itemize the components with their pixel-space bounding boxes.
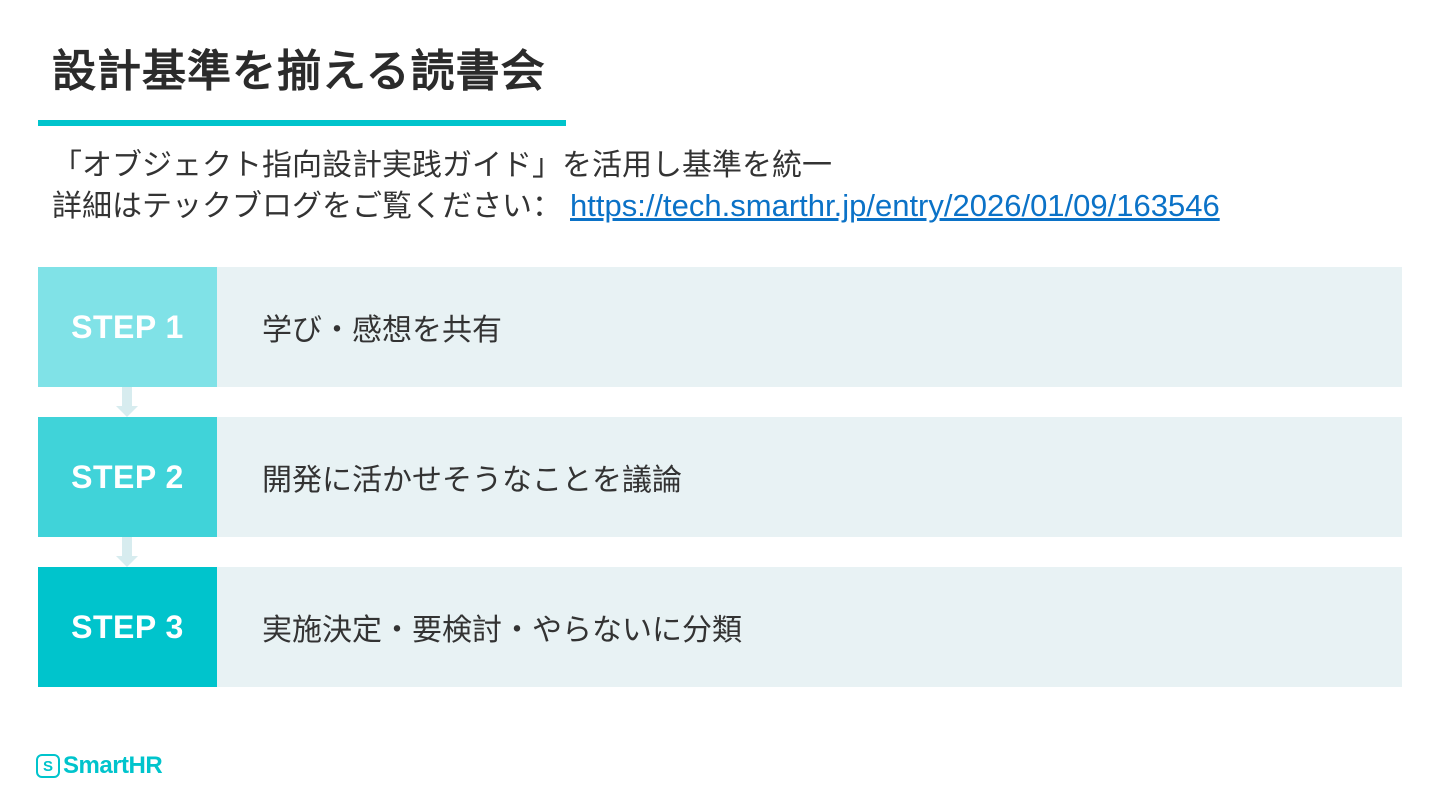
step-row-1: STEP 1 学び・感想を共有 [38,267,1402,387]
description-line-2: 詳細はテックブログをご覧ください：https://tech.smarthr.jp… [52,186,1220,227]
down-arrow-icon [116,387,138,417]
description-line-2-prefix: 詳細はテックブログをご覧ください： [52,189,562,224]
down-arrow-icon [116,537,138,567]
step-text-3: 実施決定・要検討・やらないに分類 [262,613,742,648]
smarthr-logo: S SmartHR [36,752,163,780]
smarthr-logo-icon: S [36,754,60,778]
step-label-2: STEP 2 [38,417,217,537]
step-label-3: STEP 3 [38,567,217,687]
logo-text: SmartHR [63,752,163,779]
description-line-1: 「オブジェクト指向設計実践ガイド」を活用し基準を統一 [52,148,832,183]
description: 「オブジェクト指向設計実践ガイド」を活用し基準を統一 詳細はテックブログをご覧く… [52,146,1220,227]
step-text-2: 開発に活かせそうなことを議論 [262,463,682,498]
step-text-1: 学び・感想を共有 [262,313,502,348]
step-row-3: STEP 3 実施決定・要検討・やらないに分類 [38,567,1402,687]
title-underline [38,120,566,126]
tech-blog-link[interactable]: https://tech.smarthr.jp/entry/2026/01/09… [570,188,1220,223]
page-title: 設計基準を揃える読書会 [52,46,546,97]
step-label-1: STEP 1 [38,267,217,387]
step-row-2: STEP 2 開発に活かせそうなことを議論 [38,417,1402,537]
